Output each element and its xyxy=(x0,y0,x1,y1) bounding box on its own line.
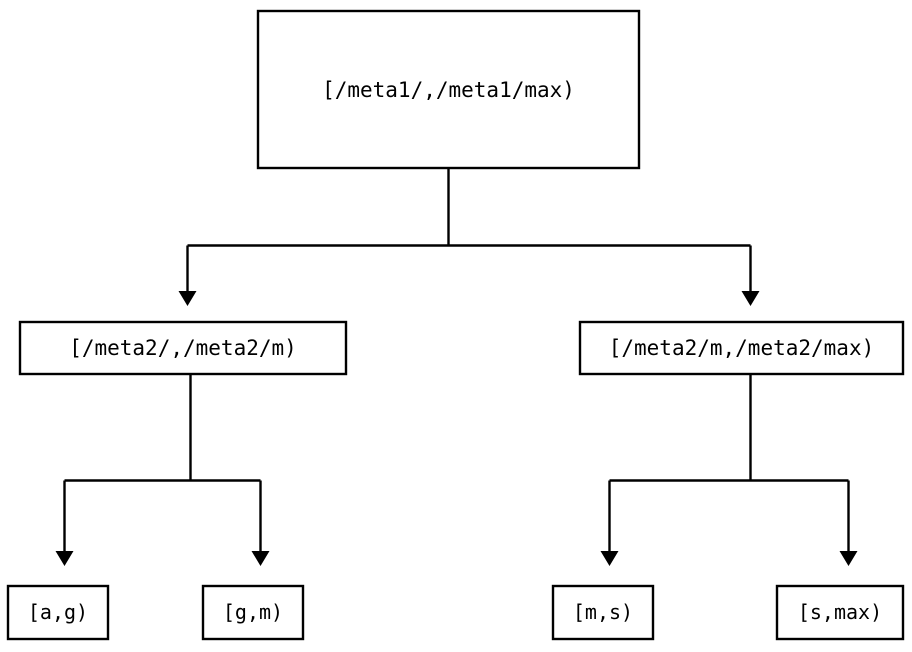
node-leaf-g-m[interactable]: [g,m) xyxy=(201,584,305,641)
node-mid-right-box[interactable] xyxy=(578,320,905,376)
edge-group-root-to-mid xyxy=(178,168,760,306)
node-leaf-a-g[interactable]: [a,g) xyxy=(6,584,110,641)
node-mid-right[interactable]: [/meta2/m,/meta2/max) xyxy=(578,320,905,376)
node-leaf-a-g-box[interactable] xyxy=(6,584,110,641)
arrowhead-mid-right-to-leaf-s-max-icon xyxy=(839,551,858,566)
node-root-label: [/meta1/,/meta1/max) xyxy=(322,78,575,102)
node-mid-left[interactable]: [/meta2/,/meta2/m) xyxy=(18,320,348,376)
arrowhead-mid-left-to-leaf-a-g-icon xyxy=(55,551,74,566)
node-mid-right-label: [/meta2/m,/meta2/max) xyxy=(609,336,875,360)
node-leaf-s-max-box[interactable] xyxy=(775,584,905,641)
arrowhead-root-to-mid-left-icon xyxy=(178,291,197,306)
node-leaf-s-max-label: [s,max) xyxy=(798,600,882,624)
arrowhead-root-to-mid-right-icon xyxy=(741,291,760,306)
node-leaf-a-g-label: [a,g) xyxy=(28,600,88,624)
node-leaf-s-max[interactable]: [s,max) xyxy=(775,584,905,641)
node-mid-left-box[interactable] xyxy=(18,320,348,376)
arrowhead-mid-right-to-leaf-m-s-icon xyxy=(600,551,619,566)
node-root-box[interactable] xyxy=(256,9,641,170)
edge-group-mid-right-to-leaves xyxy=(600,374,858,566)
node-leaf-m-s-label: [m,s) xyxy=(573,600,633,624)
arrowhead-mid-left-to-leaf-g-m-icon xyxy=(251,551,270,566)
node-mid-left-label: [/meta2/,/meta2/m) xyxy=(69,336,297,360)
node-leaf-m-s[interactable]: [m,s) xyxy=(551,584,655,641)
node-leaf-m-s-box[interactable] xyxy=(551,584,655,641)
node-leaf-g-m-box[interactable] xyxy=(201,584,305,641)
node-root[interactable]: [/meta1/,/meta1/max) xyxy=(256,9,641,170)
node-leaf-g-m-label: [g,m) xyxy=(223,600,283,624)
edge-group-mid-left-to-leaves xyxy=(55,374,270,566)
